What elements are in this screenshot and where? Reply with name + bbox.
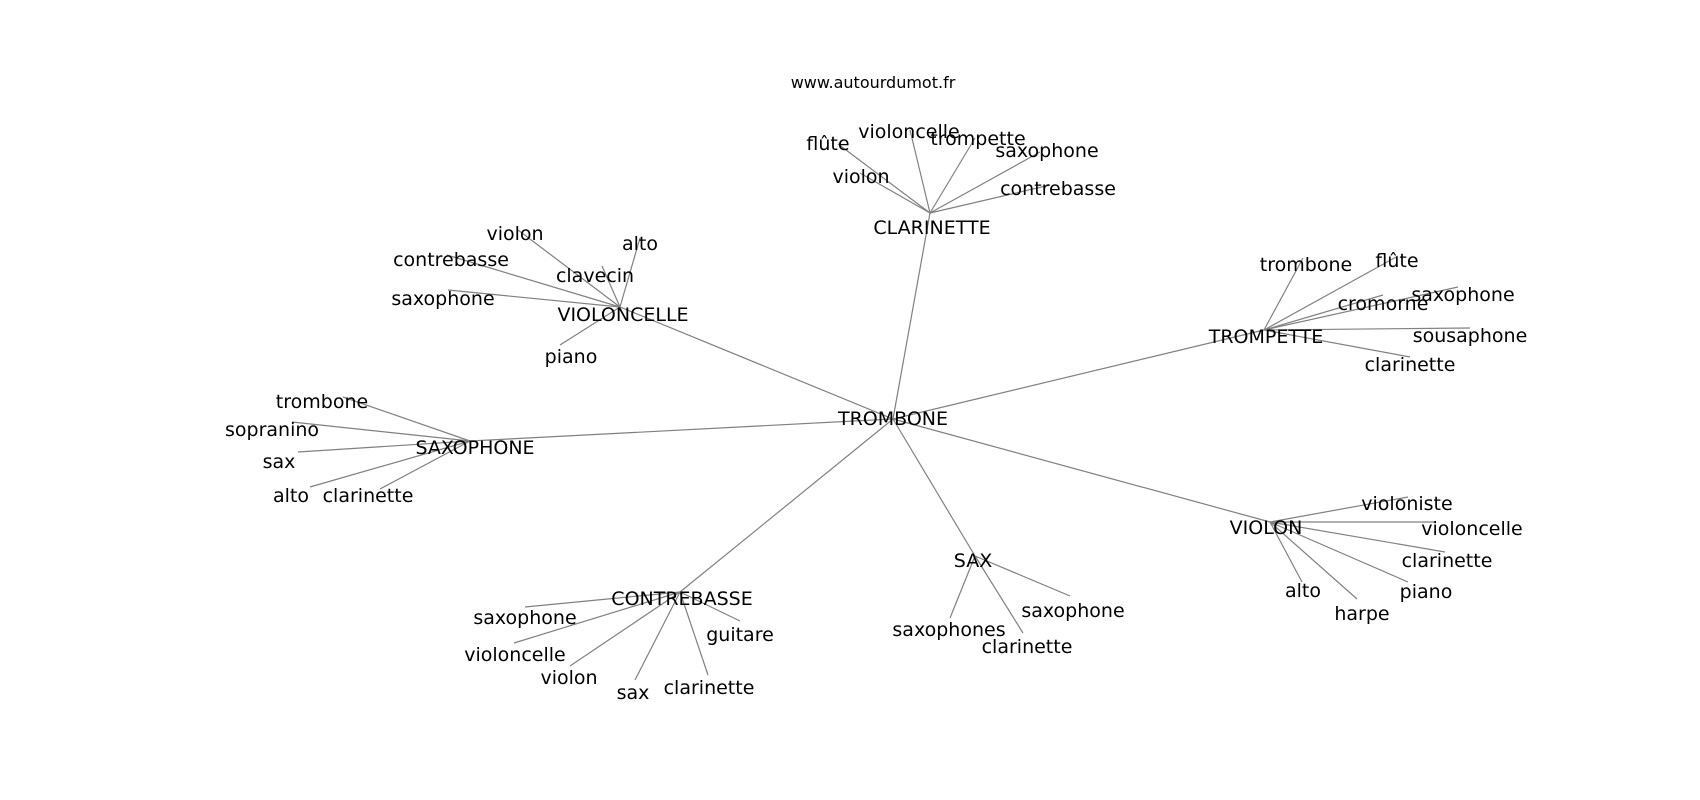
edge-contrebasse-1 [679, 591, 741, 622]
leaf-node-label: sopranino [225, 419, 319, 441]
edge-violoncelle-0 [517, 229, 621, 308]
edge-contrebasse-3 [569, 591, 681, 667]
site-credit: www.autourdumot.fr [791, 73, 956, 92]
leaf-node-label: clarinette [323, 485, 414, 507]
leaf-node-label: saxophone [473, 607, 576, 629]
leaf-node-label: violon [486, 223, 543, 245]
edge-saxophone-3 [309, 440, 471, 488]
edge-contrebasse-2 [513, 591, 681, 644]
edge-violon-4 [1269, 521, 1303, 583]
leaf-node-label: contrebasse [1000, 178, 1116, 200]
edge-violon-0 [1269, 496, 1409, 523]
edge-center-violoncelle [619, 306, 894, 420]
leaf-node-label: saxophones [892, 619, 1005, 641]
leaf-node-label: trombone [1260, 254, 1352, 276]
edge-violoncelle-1 [619, 237, 641, 308]
leaf-node-label: saxophone [391, 288, 494, 310]
hub-node-label: TROMPETTE [1208, 326, 1324, 348]
edge-clarinette-3 [929, 151, 1041, 214]
leaf-node-label: flûte [1375, 250, 1418, 272]
leaf-node-label: sax [617, 682, 650, 704]
leaf-node-label: harpe [1334, 603, 1389, 625]
edge-saxophone-0 [342, 396, 471, 442]
leaf-node-label: saxophone [1021, 600, 1124, 622]
edge-center-clarinette [892, 212, 931, 420]
edge-trompette-2 [1263, 294, 1384, 331]
edge-trompette-0 [1263, 257, 1304, 331]
leaf-node-label: clarinette [1402, 550, 1493, 572]
leaf-node-label: clavecin [556, 265, 634, 287]
hub-node-label: VIOLONCELLE [557, 304, 688, 326]
leaf-node-label: violoncelle [464, 644, 565, 666]
edge-violoncelle-3 [601, 265, 621, 308]
edge-violon-3 [1269, 521, 1409, 583]
edge-contrebasse-4 [634, 591, 681, 681]
labels-layer: www.autourdumot.fr TROMBONE CLARINETTE fl… [225, 73, 1527, 704]
edge-clarinette-0 [837, 143, 931, 214]
edge-center-saxophone [469, 418, 894, 442]
leaf-node-label: clarinette [1365, 354, 1456, 376]
leaf-node-label: saxophone [995, 140, 1098, 162]
edge-sax-0 [974, 555, 1071, 597]
edges-layer [291, 129, 1471, 681]
edge-saxophone-4 [379, 440, 471, 490]
leaf-node-label: contrebasse [393, 249, 509, 271]
leaf-node-label: clarinette [982, 636, 1073, 658]
leaf-node-label: guitare [706, 624, 774, 646]
leaf-node-label: flûte [806, 133, 849, 155]
edge-clarinette-2 [929, 137, 976, 214]
leaf-node-label: alto [1285, 580, 1321, 602]
leaf-node-label: clarinette [664, 677, 755, 699]
edge-clarinette-5 [929, 184, 1051, 214]
leaf-node-label: piano [545, 346, 598, 368]
edge-clarinette-4 [859, 172, 931, 214]
leaf-node-label: cromorne [1338, 293, 1429, 315]
edge-saxophone-2 [297, 440, 471, 453]
hub-node-label: CONTREBASSE [611, 588, 752, 610]
edge-contrebasse-5 [679, 591, 709, 676]
edge-center-contrebasse [679, 418, 894, 593]
edge-violon-5 [1269, 521, 1358, 600]
leaf-node-label: violoniste [1361, 493, 1452, 515]
leaf-node-label: sousaphone [1413, 325, 1528, 347]
leaf-node-label: alto [273, 485, 309, 507]
edge-sax-2 [974, 555, 1024, 634]
leaf-node-label: violon [832, 166, 889, 188]
edge-center-violon [892, 418, 1271, 523]
edge-clarinette-1 [909, 129, 931, 214]
leaf-node-label: piano [1400, 581, 1453, 603]
edge-center-trompette [892, 329, 1265, 420]
leaf-node-label: trompette [930, 128, 1025, 150]
edge-violoncelle-2 [446, 254, 621, 308]
hub-node-label: VIOLON [1230, 517, 1303, 539]
edge-center-sax [892, 418, 976, 557]
edge-contrebasse-0 [524, 591, 681, 608]
hub-node-label: SAX [954, 550, 992, 572]
edge-trompette-5 [1263, 329, 1411, 358]
leaf-node-label: saxophone [1411, 284, 1514, 306]
leaf-node-label: trombone [276, 391, 368, 413]
edge-trompette-1 [1263, 255, 1399, 331]
edge-saxophone-1 [291, 421, 471, 442]
edge-violoncelle-4 [447, 289, 621, 308]
leaf-node-label: alto [622, 233, 658, 255]
leaf-node-label: violoncelle [858, 121, 959, 143]
edge-trompette-4 [1263, 327, 1471, 331]
leaf-node-label: violon [540, 667, 597, 689]
edge-violoncelle-5 [559, 306, 621, 346]
edge-violon-2 [1269, 521, 1446, 553]
hub-node-label: SAXOPHONE [415, 437, 534, 459]
hub-node-label: CLARINETTE [873, 217, 990, 239]
edge-trompette-3 [1263, 286, 1459, 331]
edge-sax-1 [949, 555, 976, 619]
center-node-label: TROMBONE [837, 408, 948, 430]
leaf-node-label: violoncelle [1421, 518, 1522, 540]
leaf-node-label: sax [263, 451, 296, 473]
